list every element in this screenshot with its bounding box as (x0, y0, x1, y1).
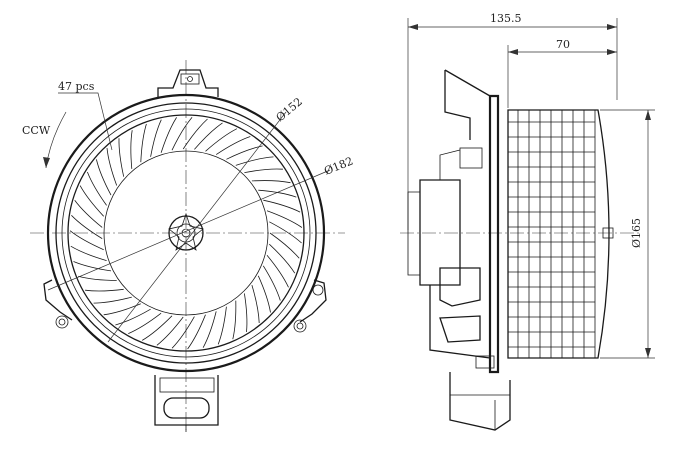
hub-outer (168, 215, 204, 251)
impeller-blade (156, 316, 184, 346)
blade-count-label: 47 pcs (58, 80, 95, 93)
right-mount-ear (293, 279, 327, 333)
impeller-blade (150, 119, 162, 157)
impeller-blade (160, 117, 177, 153)
side-connector (449, 355, 511, 431)
mounting-flange (439, 69, 500, 374)
electrical-connector (154, 375, 219, 432)
impeller-blade (251, 180, 291, 184)
impeller-blade (73, 261, 112, 272)
impeller-blade (226, 145, 263, 160)
hub-middle (176, 223, 196, 243)
impeller-blade (78, 275, 117, 281)
hub-star (168, 212, 204, 251)
impeller-blade (235, 156, 274, 166)
impeller-blade (115, 308, 151, 326)
impeller-blade (244, 293, 248, 333)
impeller-blade (258, 189, 297, 198)
wheel-diameter-label: Ø165 (630, 218, 643, 248)
outer-diameter-leader (47, 169, 331, 291)
impeller-blade (269, 243, 296, 274)
top-mount-bracket (157, 69, 219, 97)
impeller-blade (215, 136, 251, 155)
motor-housing (407, 149, 491, 359)
left-mount-ear (43, 279, 73, 329)
impeller-blade (70, 245, 107, 261)
inner-diameter-label: Ø152 (274, 95, 305, 124)
overall-length-label: 135.5 (490, 12, 522, 25)
impeller-blade (187, 314, 206, 350)
ccw-arrowhead (43, 157, 50, 168)
impeller-blade (266, 210, 303, 228)
impeller-outer-ring (67, 114, 305, 352)
impeller-blade (118, 138, 125, 177)
impeller-blade (87, 171, 107, 206)
impeller-blade (232, 300, 237, 340)
impeller-blades (69, 116, 303, 350)
impeller-blade (217, 306, 227, 345)
impeller-blade (85, 288, 124, 292)
impeller-blade (205, 128, 238, 152)
impeller-blade (130, 130, 133, 169)
impeller-blade (69, 230, 104, 251)
side-view: 135.5 70 Ø165 (400, 12, 655, 431)
impeller-blade (103, 303, 141, 316)
impeller-blade (182, 118, 208, 150)
impeller-blade (194, 122, 223, 150)
impeller-blade (79, 185, 104, 217)
housing-outer-ring (46, 93, 326, 373)
impeller-blade (71, 215, 103, 239)
impeller-blade (106, 148, 118, 186)
impeller-blade (171, 116, 193, 151)
impeller-blade (202, 311, 217, 348)
impeller-blade (128, 312, 162, 334)
rotation-label: CCW (22, 124, 51, 137)
impeller-blade (263, 199, 301, 213)
impeller-blade (140, 123, 147, 163)
impeller-blade (244, 168, 283, 173)
impeller-inner-ring (103, 150, 269, 316)
impeller-blade (251, 284, 260, 324)
impeller-blade (269, 221, 302, 244)
inner-diameter-leader (107, 111, 287, 343)
impeller-blade (141, 315, 173, 341)
impeller-blade (257, 275, 271, 313)
blade-count-leader (58, 92, 113, 151)
front-view: 47 pcs CCW Ø152 Ø182 (22, 60, 355, 432)
impeller-blade (93, 296, 132, 304)
impeller-blade (74, 199, 103, 228)
outer-diameter-label: Ø182 (322, 154, 355, 177)
impeller-blade (96, 159, 112, 196)
impeller-blade (266, 254, 289, 288)
wheel-length-label: 70 (556, 38, 570, 51)
blower-wheel (507, 109, 614, 359)
impeller-blade (262, 265, 281, 301)
impeller-blade (269, 232, 300, 259)
housing-ring-2 (55, 102, 317, 364)
housing-ring-3 (61, 108, 311, 358)
impeller-blade (171, 316, 195, 349)
